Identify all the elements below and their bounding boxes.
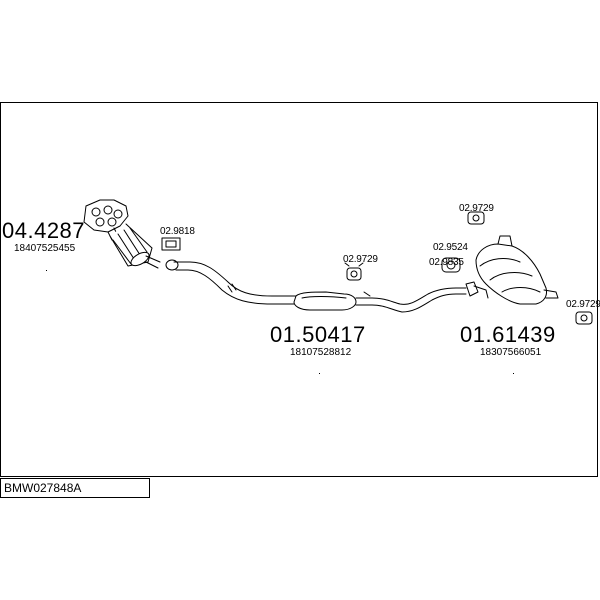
- leader-dot: [319, 373, 320, 374]
- reference-code: BMW027848A: [0, 478, 150, 498]
- clamp-front-drawing: [161, 237, 181, 251]
- rear-hangers-drawing: [441, 211, 593, 325]
- manifold-catalyst-drawing: [83, 199, 161, 269]
- accessory-number-hanger-tail: 02.9729: [566, 299, 600, 310]
- leader-dot: [46, 270, 47, 271]
- accessory-number-gasket: 02.9524: [433, 242, 468, 253]
- part-number-manifold: 04.4287: [2, 218, 86, 243]
- leader-dot: [513, 373, 514, 374]
- accessory-number-hanger-rear-top: 02.9729: [459, 203, 494, 214]
- oe-number-rear-silencer: 18307566051: [480, 347, 542, 358]
- middle-silencer-drawing: [165, 259, 467, 313]
- accessory-number-ring: 02.9835: [429, 257, 464, 268]
- accessory-number-hanger-mid: 02.9729: [343, 254, 378, 265]
- part-number-middle-silencer: 01.50417: [270, 322, 366, 347]
- hanger-mid-drawing: [344, 262, 364, 281]
- accessory-number-clamp: 02.9818: [160, 226, 195, 237]
- rear-silencer-drawing: [465, 235, 559, 305]
- diagram-frame: [0, 102, 598, 477]
- oe-number-middle-silencer: 18107528812: [290, 347, 352, 358]
- oe-number-manifold: 18407525455: [14, 243, 76, 254]
- part-number-rear-silencer: 01.61439: [460, 322, 556, 347]
